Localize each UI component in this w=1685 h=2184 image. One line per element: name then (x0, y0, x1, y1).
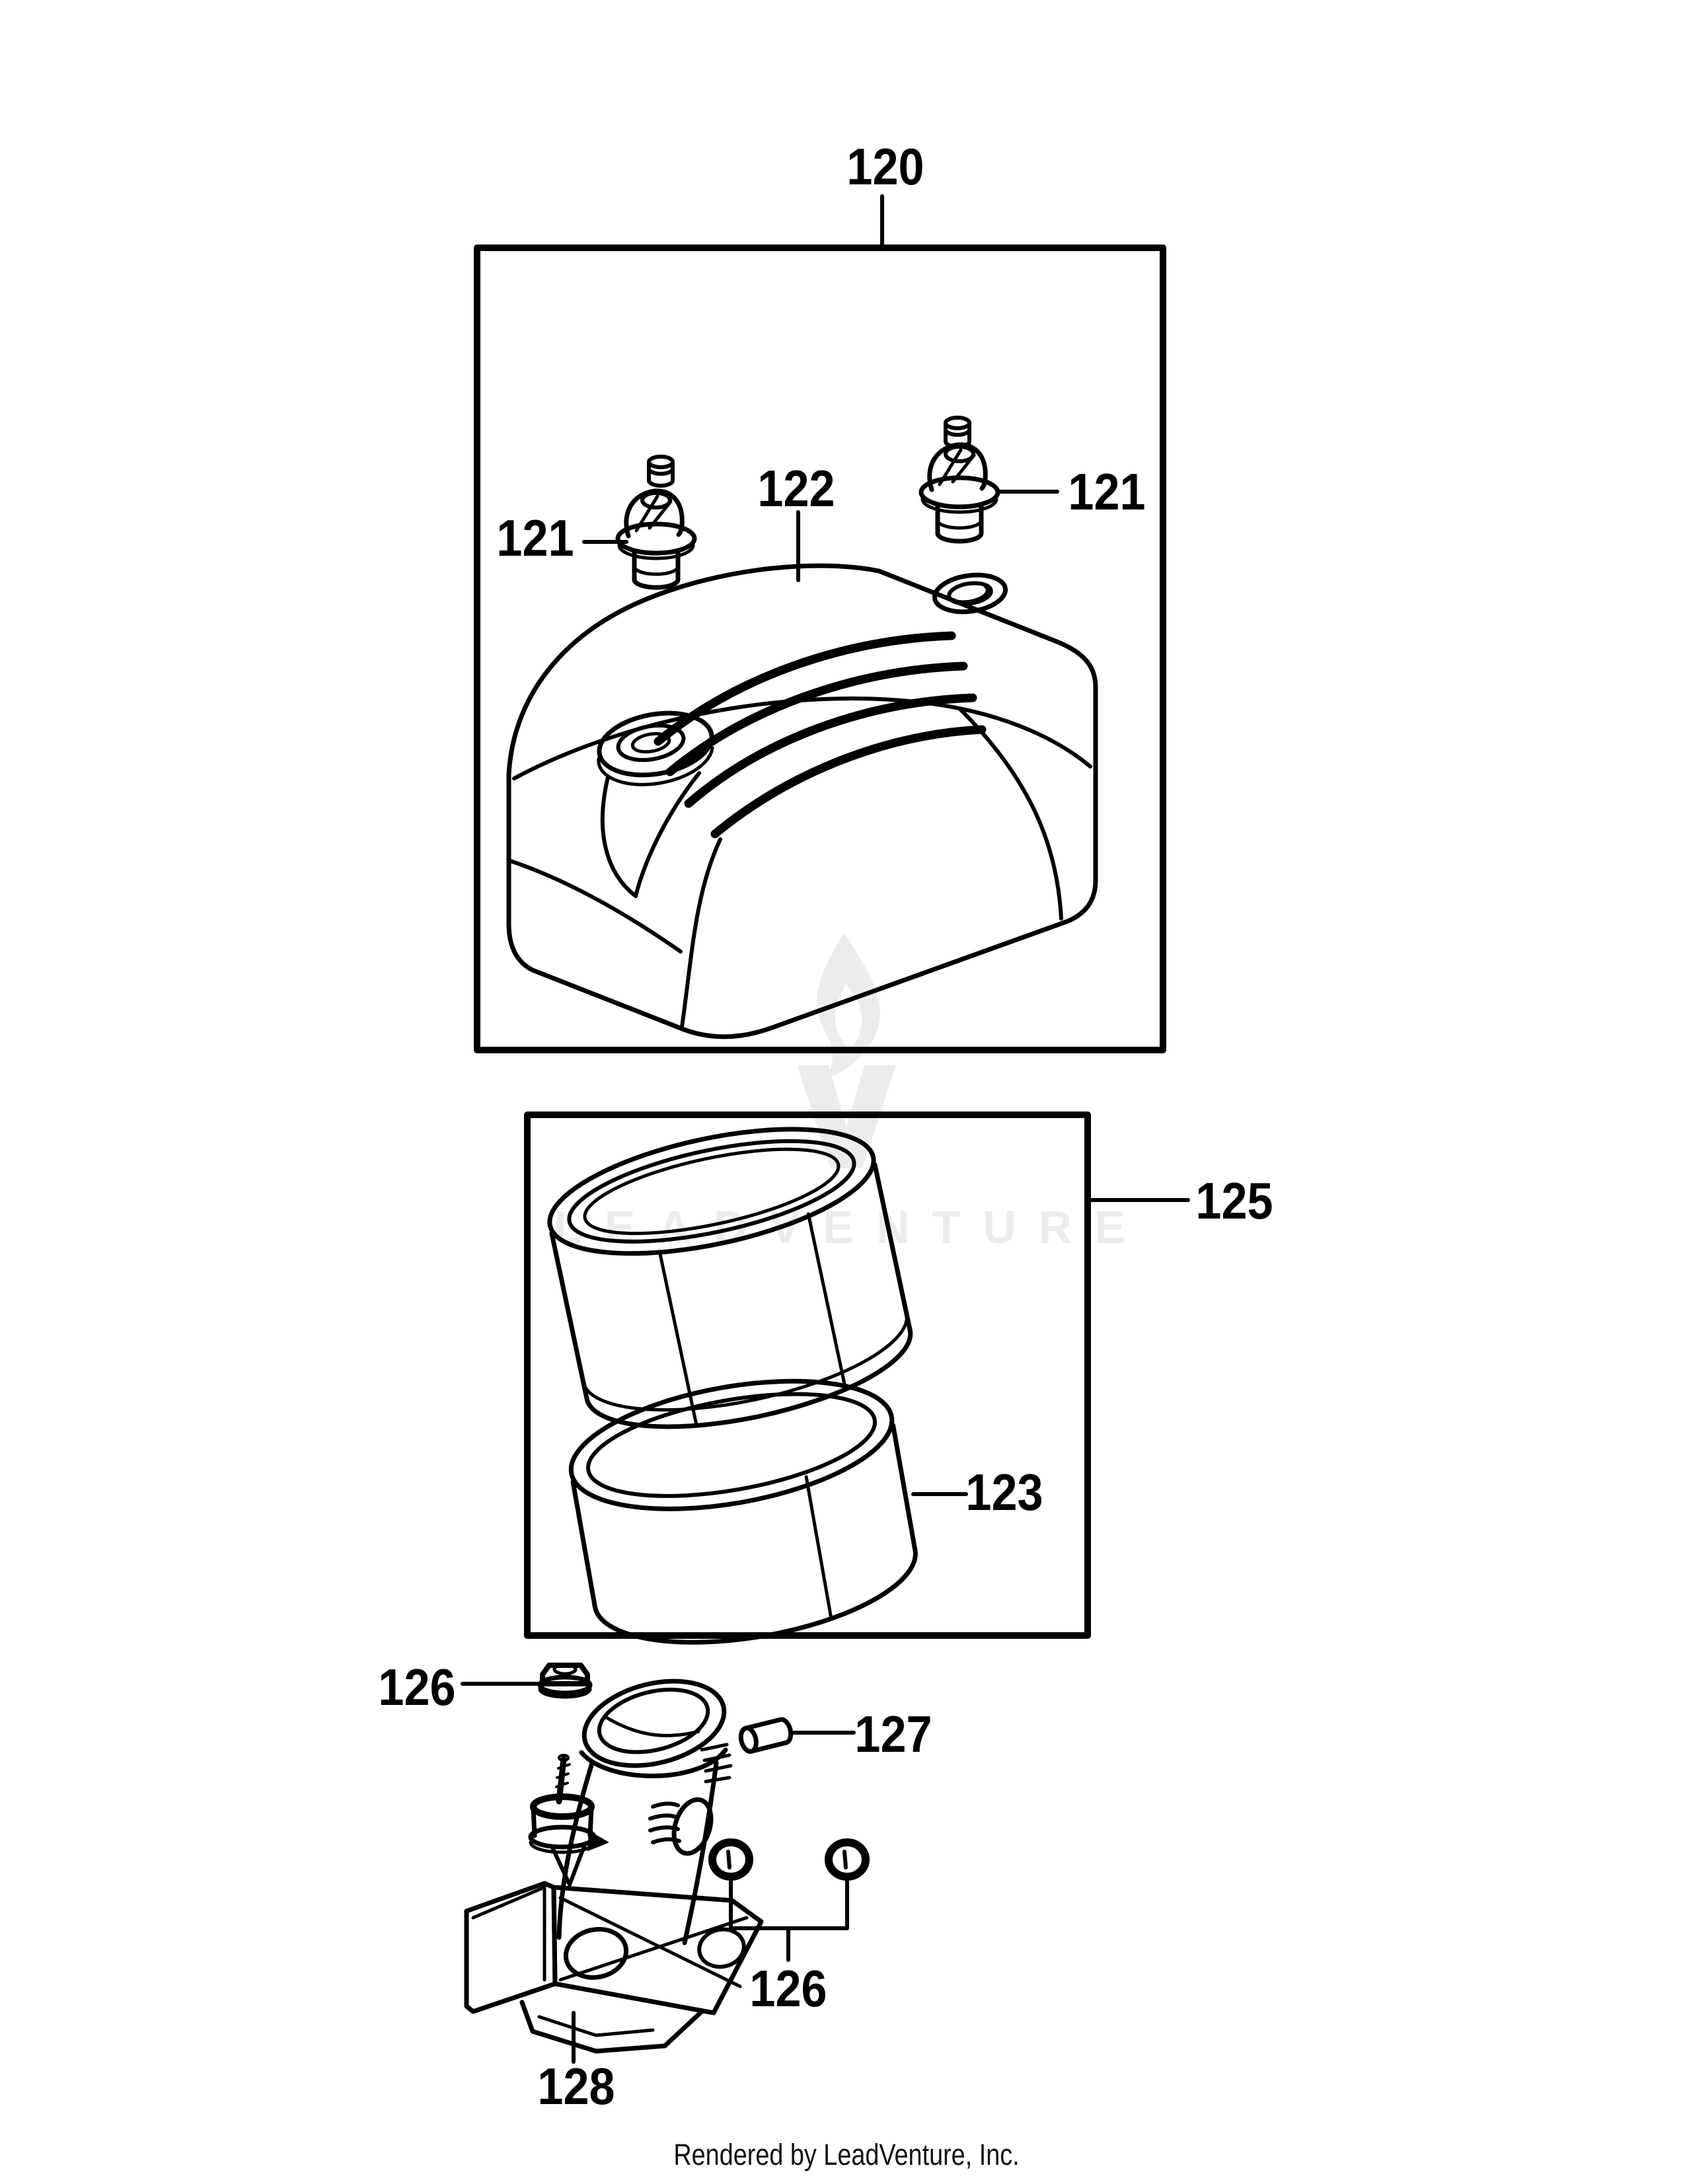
part-nut-126-a (708, 1838, 753, 1881)
callout-126-bottom: 126 (749, 1959, 827, 2017)
part-nut-126-b (825, 1838, 870, 1881)
cover-boss-right (932, 572, 1008, 615)
part-intake-elbow-128 (464, 1678, 764, 2054)
footer-credit: Rendered by LeadVenture, Inc. (673, 2138, 1020, 2171)
group-box-120 (474, 245, 1166, 1053)
knob-121-left (615, 488, 697, 590)
part-bushing-127 (738, 1717, 794, 1754)
group-box-125 (524, 1111, 1091, 1639)
cover-vent-slots (654, 631, 987, 839)
stud-and-mount (528, 1754, 609, 1887)
callout-126-top: 126 (378, 1658, 456, 1716)
callout-123: 123 (965, 1463, 1043, 1521)
callout-120: 120 (846, 137, 924, 196)
pin-left (647, 455, 675, 488)
pin-right (944, 416, 971, 449)
cover-boss-left (597, 710, 714, 898)
callout-127: 127 (854, 1705, 932, 1763)
part-cover-122 (506, 563, 1098, 1039)
knob-121-right (918, 442, 1000, 544)
callout-121-right: 121 (1068, 463, 1146, 521)
part-flange-nut-126-top (537, 1663, 593, 1699)
leader-126-bracket (729, 1877, 849, 1962)
callout-121-left: 121 (496, 509, 574, 567)
callout-125: 125 (1195, 1172, 1273, 1230)
part-foam-element-123 (568, 1378, 918, 1645)
callout-128: 128 (537, 2057, 615, 2115)
callout-122: 122 (757, 459, 835, 517)
